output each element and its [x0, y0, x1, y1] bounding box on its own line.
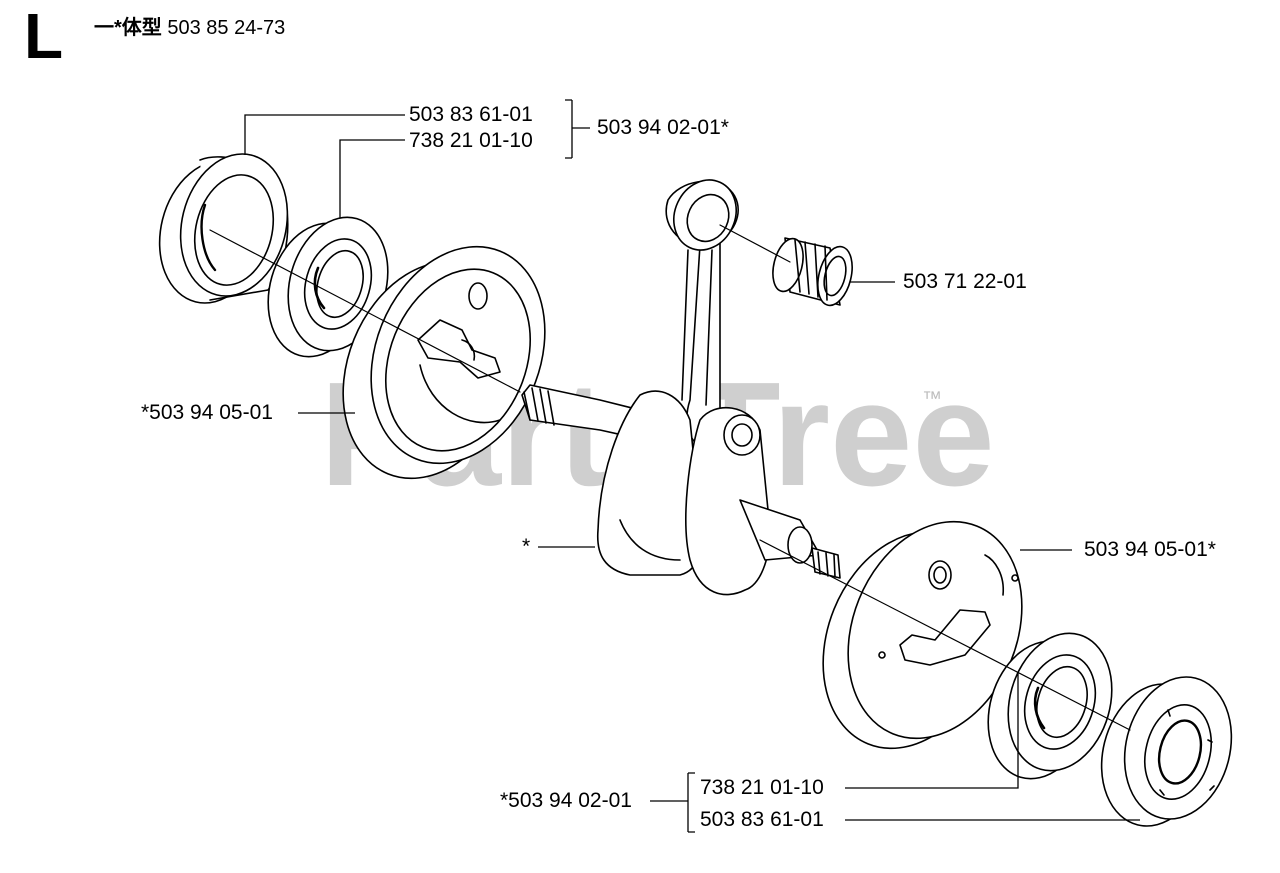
axis-line-rod	[719, 224, 791, 263]
part-label-bearing-bottom[interactable]: 738 21 01-10	[700, 776, 824, 799]
part-label-needle-bearing[interactable]: 503 71 22-01	[903, 270, 1027, 293]
assembly-title: 一*体型 503 85 24-73	[94, 16, 285, 40]
part-label-bearing-housing-top[interactable]: 503 83 61-01	[409, 103, 533, 126]
part-label-crank-half-left[interactable]: *503 94 05-01	[141, 401, 273, 424]
assembly-name: 一*体型	[94, 17, 162, 39]
bearing-housing-top-left	[158, 153, 289, 304]
crank-half-left	[342, 245, 546, 480]
crankshaft	[521, 384, 841, 596]
needle-bearing	[772, 237, 853, 307]
assembly-number: 503 85 24-73	[167, 17, 286, 39]
ball-bearing-top-left	[267, 216, 389, 358]
part-label-bearing-top[interactable]: 738 21 01-10	[409, 129, 533, 152]
part-label-crank-half-right[interactable]: 503 94 05-01*	[1084, 538, 1216, 561]
bearing-housing-bottom-right	[1100, 676, 1233, 827]
axis-line	[209, 229, 1131, 731]
section-letter: L	[24, 0, 64, 72]
crank-half-right	[822, 520, 1023, 750]
ball-bearing-bottom-right	[987, 632, 1113, 780]
watermark-trademark: ™	[922, 388, 942, 410]
part-label-kit-top[interactable]: 503 94 02-01*	[597, 116, 729, 139]
part-label-kit-bottom[interactable]: *503 94 02-01	[500, 789, 632, 812]
part-label-bearing-housing-bottom[interactable]: 503 83 61-01	[700, 808, 824, 831]
part-label-crankshaft[interactable]: *	[522, 535, 531, 558]
leader-lines	[244, 99, 1140, 833]
